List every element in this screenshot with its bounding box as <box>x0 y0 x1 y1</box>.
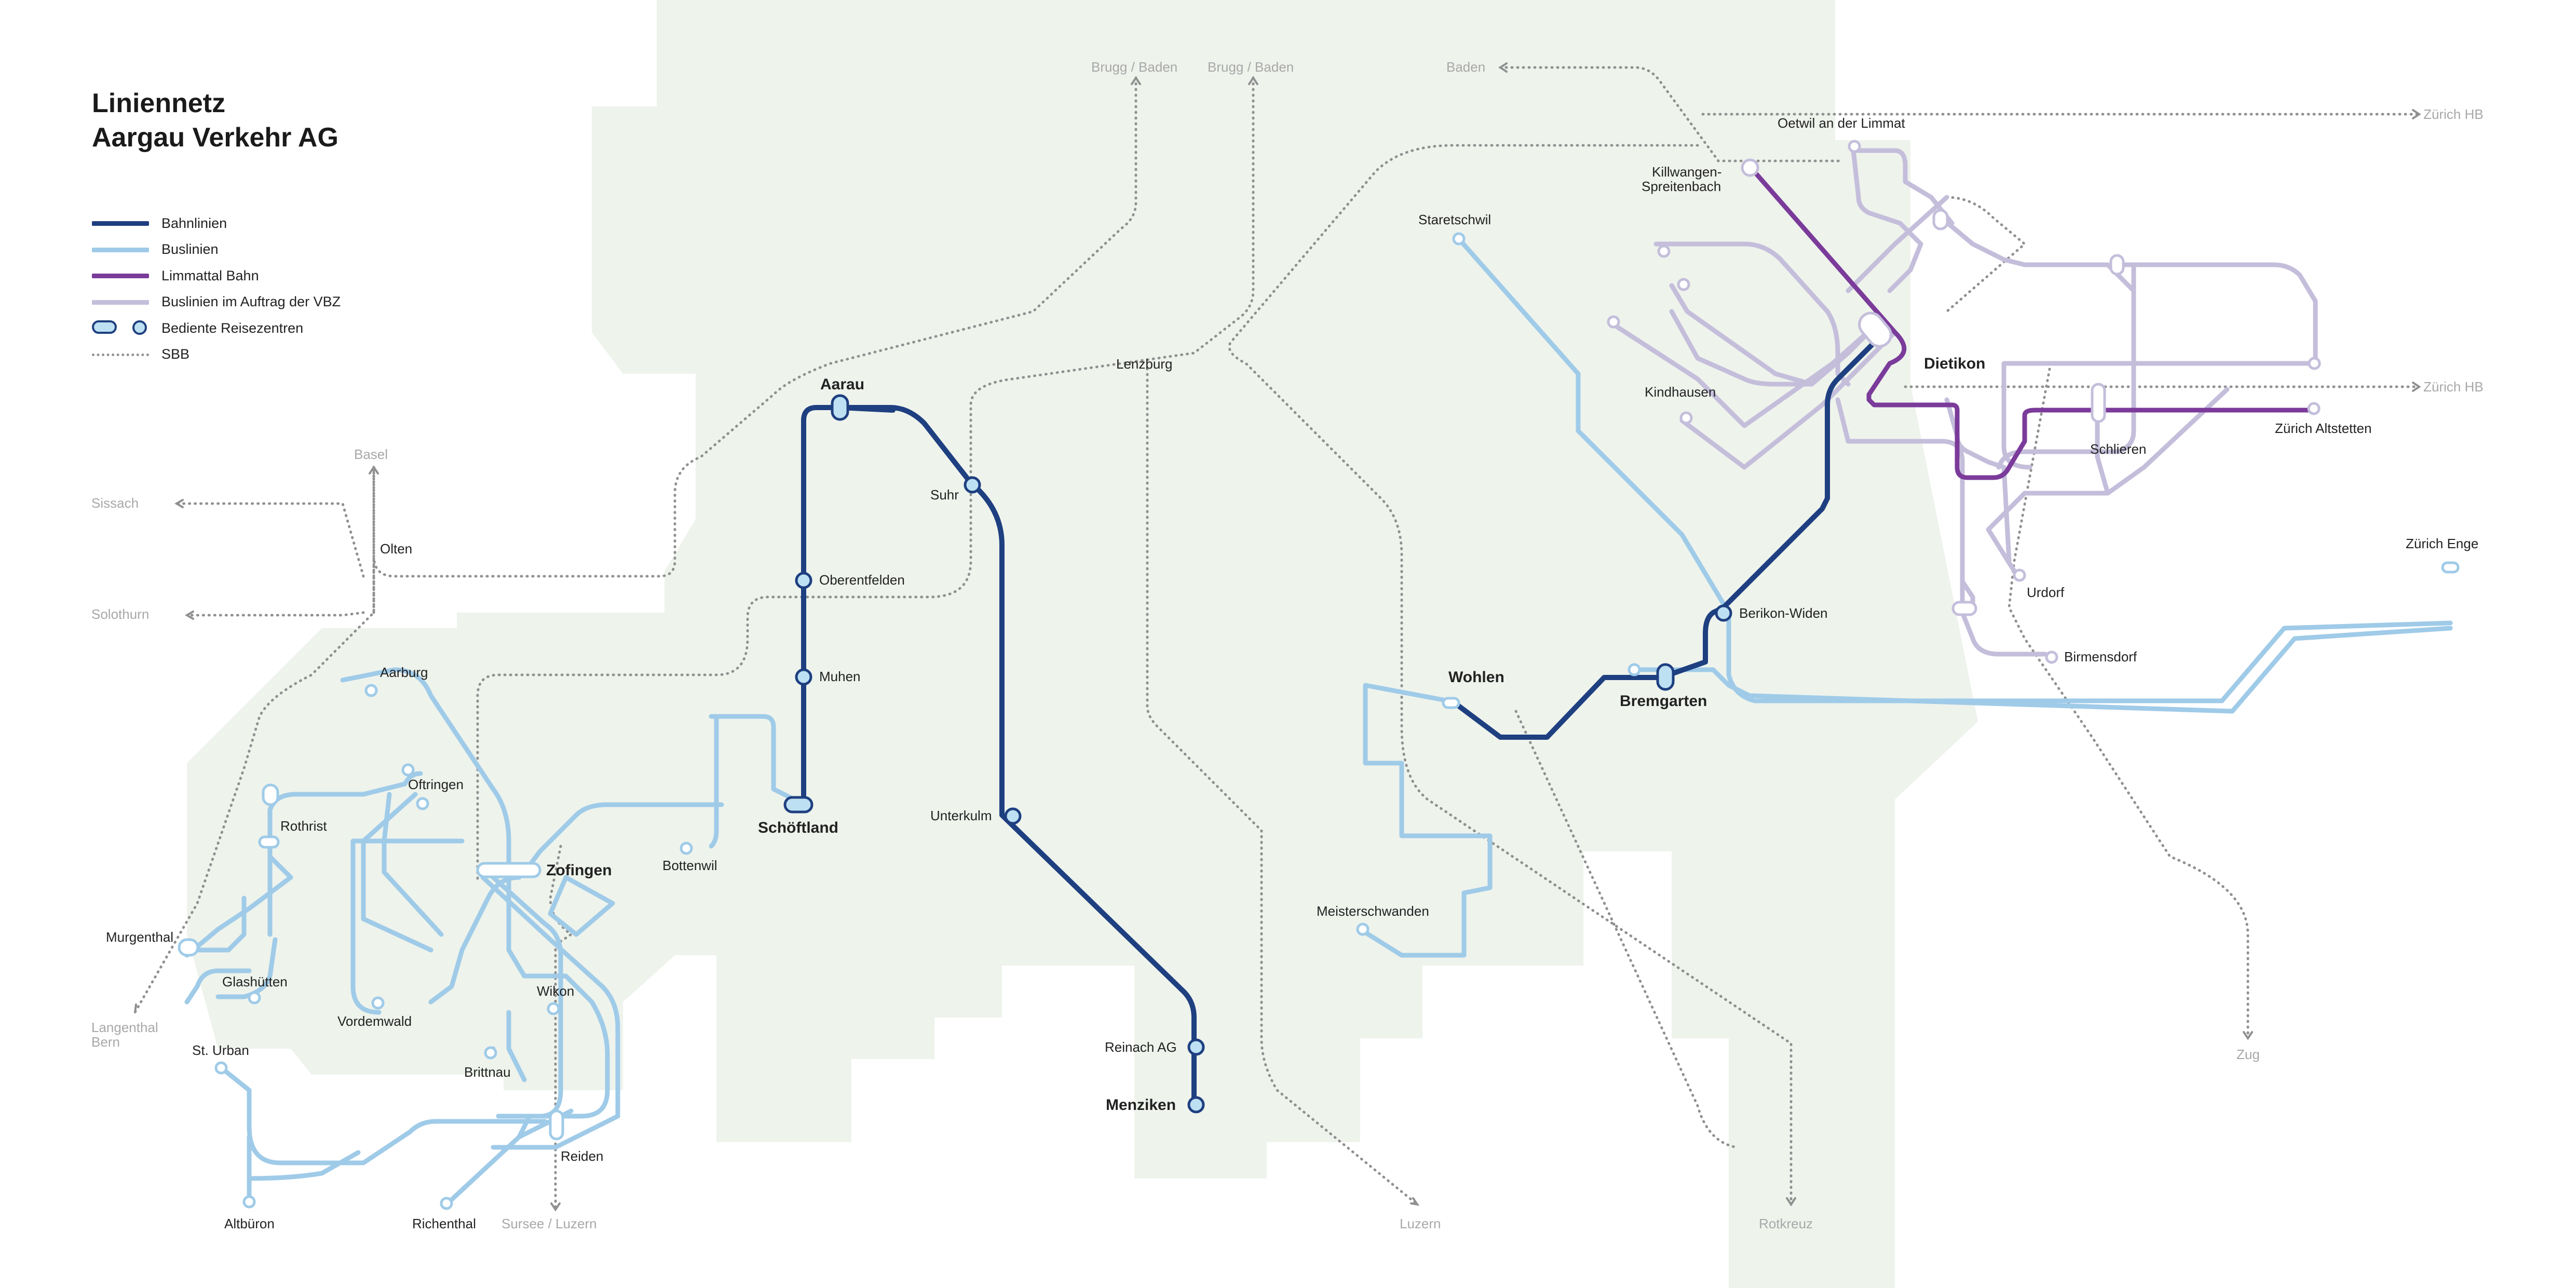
label-zuerich-enge: Zürich Enge <box>2406 536 2478 551</box>
label-wohlen: Wohlen <box>1448 669 1504 686</box>
legend-item-buslinien: Buslinien <box>92 237 341 263</box>
label-richenthal: Richenthal <box>412 1216 476 1231</box>
station-reinach <box>1187 1038 1205 1056</box>
label-muhen: Muhen <box>819 669 861 684</box>
dest-langenthal: Langenthal <box>91 1020 158 1035</box>
label-st-urban: St. Urban <box>192 1042 249 1058</box>
legend-symbol-limmattal <box>92 268 149 283</box>
vbz-stops <box>1607 140 2321 664</box>
map-title: Liniennetz Aargau Verkehr AG <box>92 86 338 155</box>
legend-label: Limmattal Bahn <box>161 267 259 283</box>
label-lenzburg: Lenzburg <box>1116 356 1172 372</box>
label-meisterschwanden: Meisterschwanden <box>1317 903 1429 919</box>
dest-zuerich-hb-2: Zürich HB <box>2423 379 2484 395</box>
label-oetwil: Oetwil an der Limmat <box>1778 115 1905 131</box>
label-wikon: Wikon <box>537 983 574 999</box>
label-zofingen: Zofingen <box>546 862 612 879</box>
label-olten: Olten <box>380 541 412 557</box>
station-aarau <box>831 394 849 421</box>
label-rothrist: Rothrist <box>280 818 327 834</box>
station-suhr <box>964 476 981 494</box>
label-brittnau: Brittnau <box>464 1064 511 1080</box>
station-bremgarten <box>1656 663 1675 691</box>
destination-labels: Brugg / Baden Brugg / Baden Baden Zürich… <box>91 59 2484 1231</box>
label-altbueron: Altbüron <box>224 1216 275 1231</box>
label-murgenthal: Murgenthal <box>106 929 173 945</box>
dest-zug: Zug <box>2236 1047 2260 1062</box>
label-unterkulm: Unterkulm <box>930 808 992 823</box>
label-bottenwil: Bottenwil <box>662 858 717 873</box>
dest-brugg-baden-1: Brugg / Baden <box>1091 59 1177 75</box>
legend-label: Bediente Reisezentren <box>161 320 304 336</box>
label-reiden: Reiden <box>561 1148 603 1164</box>
bus-stops <box>178 232 2460 1210</box>
label-oftringen: Oftringen <box>408 777 464 792</box>
dest-bern: Bern <box>91 1034 120 1050</box>
dest-solothurn: Solothurn <box>91 606 149 622</box>
label-urdorf: Urdorf <box>2027 585 2065 600</box>
dest-sissach: Sissach <box>91 495 139 511</box>
dest-zuerich-hb-1: Zürich HB <box>2423 106 2484 122</box>
label-menziken: Menziken <box>1106 1096 1176 1114</box>
label-killwangen-1: Killwangen- <box>1652 164 1721 180</box>
station-unterkulm <box>1004 807 1022 825</box>
legend-item-vbz: Buslinien im Auftrag der VBZ <box>92 289 341 316</box>
limmattal-line <box>1747 164 2313 480</box>
dest-basel: Basel <box>354 446 388 462</box>
title-line-1: Liniennetz <box>92 88 226 118</box>
legend-symbol-sbb <box>92 347 149 362</box>
legend-label: Bahnlinien <box>161 215 227 231</box>
dest-baden: Baden <box>1446 59 1485 75</box>
label-schlieren: Schlieren <box>2090 441 2146 457</box>
legend-symbol-vbz <box>92 294 149 310</box>
legend-label: Buslinien <box>161 241 219 257</box>
sbb-lines <box>133 66 2421 1211</box>
label-reinach: Reinach AG <box>1105 1039 1177 1055</box>
label-berikon: Berikon-Widen <box>1739 605 1828 621</box>
legend-item-bahnlinien: Bahnlinien <box>92 210 341 237</box>
label-birmensdorf: Birmensdorf <box>2064 649 2137 665</box>
place-labels: Aarau Suhr Oberentfelden Muhen Schöftlan… <box>106 115 2478 1231</box>
label-killwangen-2: Spreitenbach <box>1642 179 1721 194</box>
legend-label: SBB <box>161 346 190 362</box>
dest-sursee-luzern: Sursee / Luzern <box>501 1216 597 1231</box>
label-aarau: Aarau <box>820 376 864 393</box>
dest-rotkreuz: Rotkreuz <box>1759 1216 1813 1231</box>
title-line-2: Aargau Verkehr AG <box>92 123 338 153</box>
label-glashuetten: Glashütten <box>222 974 288 989</box>
sbb-arrows <box>134 62 2421 1212</box>
label-bremgarten: Bremgarten <box>1620 693 1707 710</box>
label-aarburg: Aarburg <box>380 665 428 680</box>
label-vordemwald: Vordemwald <box>337 1013 412 1029</box>
station-oberentfelden <box>795 572 812 589</box>
legend: Bahnlinien Buslinien Limmattal Bahn Busl… <box>92 210 341 368</box>
legend-symbol-bahn <box>92 215 149 231</box>
label-dietikon: Dietikon <box>1924 355 1985 372</box>
station-menziken <box>1187 1096 1205 1114</box>
legend-label: Buslinien im Auftrag der VBZ <box>161 294 341 310</box>
legend-item-reisezentren: Bediente Reisezentren <box>92 315 341 342</box>
legend-item-limmattal: Limmattal Bahn <box>92 263 341 289</box>
station-pill-icon <box>92 320 117 334</box>
dest-luzern: Luzern <box>1400 1216 1441 1231</box>
legend-symbol-bus <box>92 242 149 257</box>
station-schoeftland <box>783 796 814 814</box>
label-zuerich-altstetten: Zürich Altstetten <box>2275 421 2371 436</box>
label-schoeftland: Schöftland <box>758 819 838 836</box>
station-circle-icon <box>132 320 147 335</box>
label-staretschwil: Staretschwil <box>1418 212 1491 227</box>
label-kindhausen: Kindhausen <box>1645 384 1716 400</box>
stations <box>783 394 1732 1114</box>
station-muhen <box>795 668 812 686</box>
legend-item-sbb: SBB <box>92 342 341 368</box>
label-suhr: Suhr <box>930 487 959 503</box>
label-oberentfelden: Oberentfelden <box>819 572 905 588</box>
station-berikon <box>1715 604 1732 622</box>
dest-brugg-baden-2: Brugg / Baden <box>1208 59 1294 75</box>
legend-symbol-stations <box>92 320 149 336</box>
